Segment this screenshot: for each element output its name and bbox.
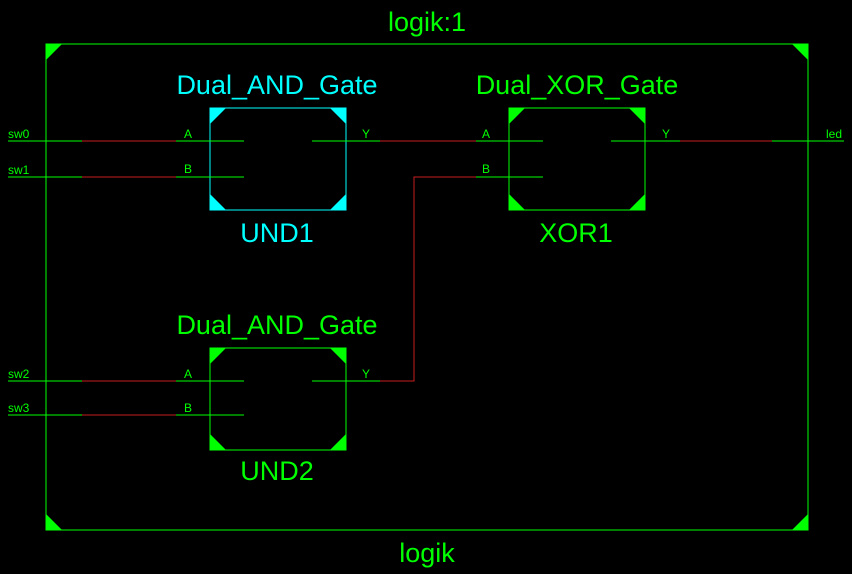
gate-xor1-pin-a-label: A — [482, 127, 490, 141]
gate-und2-instance: UND2 — [240, 456, 314, 486]
gate-und1-type: Dual_AND_Gate — [176, 70, 377, 100]
gate-xor1-type: Dual_XOR_Gate — [476, 70, 679, 100]
gate-und2-pin-y-label: Y — [362, 367, 370, 381]
gate-und2-corner-br — [330, 434, 346, 450]
gate-und2-corner-bl — [210, 434, 226, 450]
gate-und1[interactable]: Dual_AND_Gate A B Y UND1 — [176, 70, 380, 248]
gate-xor1-corner-bl — [509, 194, 525, 210]
gate-xor1-instance: XOR1 — [539, 218, 613, 248]
port-sw2-label: sw2 — [8, 367, 30, 381]
gate-und2-corner-tr — [330, 348, 346, 364]
gate-und1-pin-b-label: B — [184, 162, 192, 176]
gate-und2-type: Dual_AND_Gate — [176, 310, 377, 340]
port-sw0[interactable]: sw0 — [8, 127, 82, 142]
module-name: logik — [399, 538, 455, 568]
gate-und1-corner-br — [330, 194, 346, 210]
port-sw3-label: sw3 — [8, 401, 30, 415]
frame-corner-tl — [46, 44, 62, 60]
module-border — [45, 43, 809, 531]
nets — [82, 140, 772, 416]
gate-xor1-corner-tl — [509, 108, 525, 124]
gate-und2-pin-a-label: A — [184, 367, 192, 381]
gate-und1-corner-tl — [210, 108, 226, 124]
gate-und2[interactable]: Dual_AND_Gate A B Y UND2 — [176, 310, 380, 486]
gate-und2-body — [209, 347, 347, 451]
gate-und1-corner-tr — [330, 108, 346, 124]
gate-xor1[interactable]: Dual_XOR_Gate A B Y XOR1 — [476, 70, 680, 248]
gate-und2-corner-tl — [210, 348, 226, 364]
gate-und1-pin-a-label: A — [184, 127, 192, 141]
port-led[interactable]: led — [772, 127, 844, 142]
frame-corner-tr — [792, 44, 808, 60]
net-und2-to-xor1[interactable] — [380, 176, 476, 382]
gate-und1-instance: UND1 — [240, 218, 314, 248]
gate-xor1-corner-tr — [629, 108, 645, 124]
gate-xor1-body — [508, 107, 646, 211]
port-sw0-label: sw0 — [8, 127, 30, 141]
gate-und2-pin-b-label: B — [184, 401, 192, 415]
frame-corner-br — [792, 514, 808, 530]
gate-und1-corner-bl — [210, 194, 226, 210]
port-sw1-label: sw1 — [8, 163, 30, 177]
gate-xor1-pin-y-label: Y — [662, 127, 670, 141]
gate-xor1-pin-b-label: B — [482, 162, 490, 176]
module-frame[interactable] — [45, 43, 809, 531]
port-sw3[interactable]: sw3 — [8, 401, 82, 416]
gate-und1-pin-y-label: Y — [362, 127, 370, 141]
gate-und1-body — [209, 107, 347, 211]
port-sw2[interactable]: sw2 — [8, 367, 82, 382]
gate-xor1-corner-br — [629, 194, 645, 210]
port-sw1[interactable]: sw1 — [8, 163, 82, 178]
port-led-label: led — [826, 127, 842, 141]
module-title: logik:1 — [388, 7, 466, 37]
frame-corner-bl — [46, 514, 62, 530]
